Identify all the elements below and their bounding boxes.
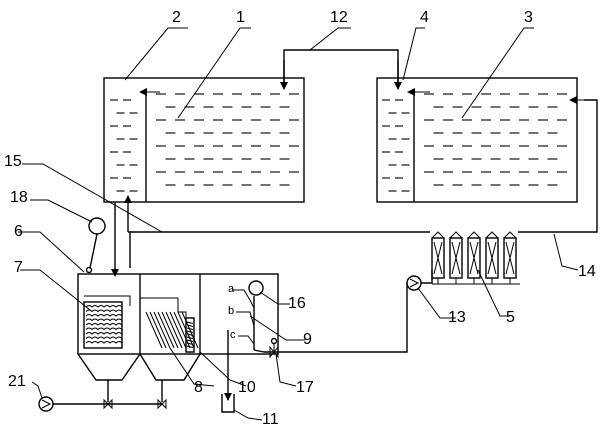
media-wave: [85, 332, 123, 335]
filter-bank-5: [431, 231, 520, 285]
filter-column-icon: [467, 231, 481, 285]
tank-left: [103, 77, 305, 203]
number-labels: 2 1 12 4 3 15 18 6 7 16 9 13 5 14 8 10 1…: [4, 9, 596, 428]
column-fill: [186, 330, 194, 333]
inclined-plate: [169, 311, 187, 349]
media-wave: [85, 314, 123, 317]
leader-lines: [18, 27, 579, 421]
label-21: 21: [8, 373, 26, 390]
label-2: 2: [172, 9, 181, 26]
label-15: 15: [4, 153, 22, 170]
pipe-12: [280, 49, 402, 90]
inclined-plate: [157, 311, 175, 349]
gauge-icon: [248, 280, 264, 296]
media-block-7: [85, 305, 123, 344]
valve-icon: [269, 345, 279, 359]
label-13: 13: [448, 309, 466, 326]
inclined-plates-8: [145, 311, 199, 349]
point-a: a: [228, 283, 235, 295]
inclined-plate: [165, 311, 183, 349]
label-16: 16: [288, 295, 306, 312]
label-11: 11: [262, 411, 279, 428]
inclined-plate: [173, 311, 191, 349]
filter-column-icon: [503, 231, 517, 285]
label-9: 9: [303, 331, 312, 348]
treatment-box: [77, 273, 282, 413]
column-fill: [186, 327, 194, 330]
media-wave: [85, 305, 123, 308]
label-10: 10: [238, 379, 256, 396]
media-wave: [85, 318, 123, 322]
label-18: 18: [10, 189, 28, 206]
column-fill: [186, 336, 194, 339]
media-wave: [85, 341, 123, 344]
label-7: 7: [14, 259, 23, 276]
water-level-small-right: [382, 99, 410, 192]
water-level-small-left: [110, 99, 138, 192]
label-8: 8: [194, 379, 203, 396]
inclined-plate: [149, 311, 167, 349]
column-fill: [186, 324, 194, 327]
column-fill: [186, 321, 194, 324]
label-14: 14: [578, 263, 596, 280]
column-10: [186, 321, 194, 348]
filter-column-icon: [449, 231, 463, 285]
point-b: b: [228, 305, 234, 317]
column-fill: [186, 345, 194, 348]
column-fill: [186, 339, 194, 342]
label-6: 6: [14, 223, 23, 240]
media-wave: [85, 309, 123, 313]
media-wave: [85, 323, 123, 326]
valve-icon: [103, 398, 113, 410]
gauge-icon: [88, 217, 106, 235]
water-level-big-right: [424, 93, 567, 186]
label-5: 5: [506, 309, 515, 326]
label-3: 3: [524, 9, 533, 26]
inclined-plate: [161, 311, 179, 349]
inclined-plate: [145, 311, 163, 349]
media-wave: [85, 336, 123, 340]
inclined-plate: [181, 311, 199, 349]
valve-icon: [157, 398, 167, 410]
filter-column-icon: [485, 231, 499, 285]
pipe-15: [124, 99, 598, 268]
label-4: 4: [420, 9, 429, 26]
water-level-big-left: [156, 93, 299, 186]
inclined-plate: [153, 311, 171, 349]
column-fill: [186, 333, 194, 336]
sludge-line: [38, 396, 167, 412]
pump-13: [282, 270, 433, 353]
point-c: c: [230, 329, 236, 341]
label-17: 17: [296, 379, 314, 396]
filter-column-icon: [431, 231, 445, 285]
gauge-18: [85, 217, 106, 274]
tank-right: [376, 77, 584, 203]
media-wave: [85, 327, 123, 331]
column-fill: [186, 342, 194, 345]
label-12: 12: [330, 9, 348, 26]
label-1: 1: [236, 9, 245, 26]
